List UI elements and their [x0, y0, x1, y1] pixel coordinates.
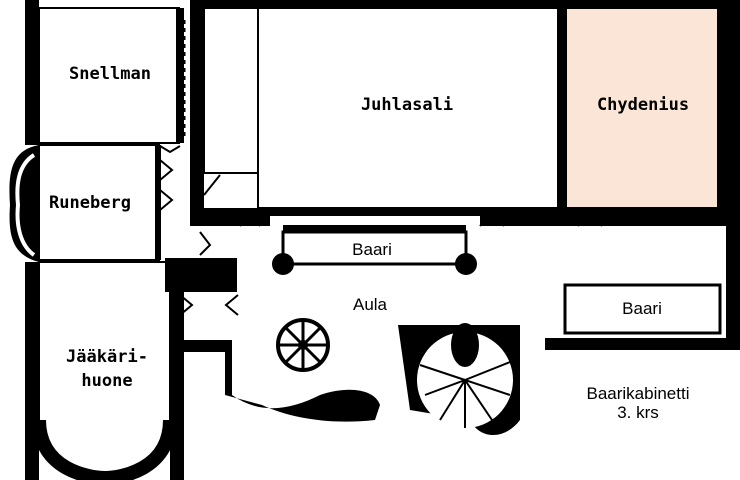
bar-counter-top [283, 225, 466, 233]
juhlasali-annex [203, 7, 259, 174]
room-jaakarihuone[interactable] [38, 261, 171, 480]
label-aula: Aula [353, 295, 388, 314]
aula-lower-wall [225, 350, 380, 422]
bar-counter-right [563, 283, 722, 335]
service-block [165, 258, 237, 292]
spiral-staircase [398, 323, 520, 435]
label-baari-center: Baari [352, 240, 392, 259]
pillar-left [272, 253, 294, 275]
snellman-right-wall [176, 8, 184, 143]
label-jaakari-line1: Jääkäri- [66, 347, 148, 367]
ship-wheel-icon [276, 318, 330, 372]
label-jaakari-line2: huone [81, 371, 132, 391]
label-snellman: Snellman [69, 64, 151, 84]
room-runeberg[interactable] [38, 144, 160, 261]
juhlasali-south-wall-right [480, 208, 570, 226]
runeberg-bay [9, 145, 39, 262]
chydenius-east-wall [718, 8, 726, 226]
chydenius-south-wall [566, 208, 738, 226]
label-floor-3: 3. krs [617, 403, 659, 422]
juhlasali-east-wall [558, 8, 566, 218]
label-baarikabinetti: Baarikabinetti [586, 384, 689, 403]
pillar-right [455, 253, 477, 275]
door-symbols [159, 145, 603, 316]
jaakari-east-wall [180, 340, 232, 352]
juhlasali-south-wall-center [270, 208, 480, 216]
label-juhlasali: Juhlasali [361, 95, 453, 115]
room-chydenius[interactable] [565, 7, 719, 209]
room-snellman[interactable] [38, 7, 180, 144]
label-chydenius: Chydenius [597, 95, 689, 115]
label-runeberg: Runeberg [49, 193, 131, 213]
runeberg-right-wall [155, 145, 161, 260]
label-baari-right: Baari [622, 299, 662, 318]
